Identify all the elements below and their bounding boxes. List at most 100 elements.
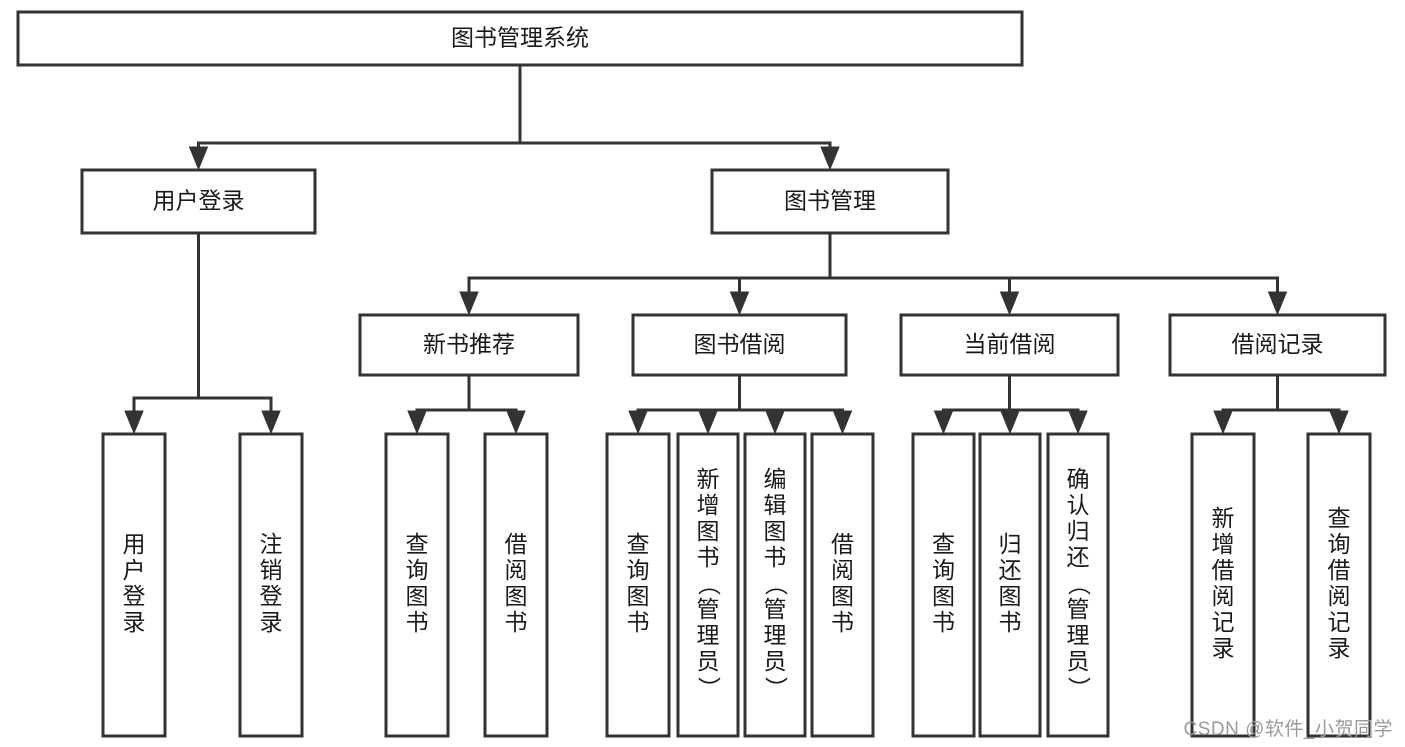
node-label-l3-08-char-3: 书 [831, 609, 854, 635]
node-label-l3-13-char-1: 询 [1328, 531, 1351, 557]
node-box-newbook[interactable] [358, 313, 580, 377]
node-label-root: 图书管理系统 [451, 25, 589, 51]
node-records[interactable]: 借阅记录 [1168, 313, 1387, 377]
node-box-current[interactable] [899, 313, 1120, 377]
node-label-l3-10-char-3: 书 [999, 609, 1022, 635]
node-box-l3-02[interactable] [238, 432, 304, 738]
node-newbook[interactable]: 新书推荐 [358, 313, 580, 377]
node-label-l3-08-char-1: 阅 [831, 557, 854, 583]
node-box-login[interactable] [80, 168, 317, 235]
node-label-l3-04-char-0: 借 [505, 531, 528, 557]
node-label-l3-05-char-1: 询 [627, 557, 650, 583]
node-label-l3-09-char-0: 查 [932, 531, 955, 557]
node-label-l3-03-char-1: 询 [406, 557, 429, 583]
node-label-l3-11-char-0: 确 [1067, 466, 1090, 492]
edge-group-root [188, 63, 840, 171]
node-label-l3-06-char-4: （ [696, 573, 722, 596]
edge-group-borrow [628, 373, 853, 435]
node-label-l3-06-char-6: 理 [697, 622, 720, 648]
node-borrow[interactable]: 图书借阅 [631, 313, 848, 377]
edge-group-login [124, 231, 281, 435]
node-label-l3-09-char-3: 书 [932, 609, 955, 635]
node-layer: 图书管理系统用户登录图书管理新书推荐图书借阅当前借阅借阅记录用户登录注销登录查询… [16, 10, 1387, 738]
node-label-l3-06-char-8: ） [696, 677, 722, 700]
node-label-l3-06-char-0: 新 [697, 466, 720, 492]
node-box-records[interactable] [1168, 313, 1387, 377]
node-root[interactable]: 图书管理系统 [16, 10, 1024, 67]
node-label-l3-06-char-3: 书 [697, 544, 720, 570]
node-box-l3-07[interactable] [743, 432, 807, 738]
node-current[interactable]: 当前借阅 [899, 313, 1120, 377]
node-box-l3-01[interactable] [101, 432, 167, 738]
node-label-l3-01-char-1: 户 [123, 557, 146, 583]
node-label-l3-07-char-3: 书 [764, 544, 787, 570]
node-label-l3-12-char-4: 记 [1212, 609, 1235, 635]
node-label-l3-07-char-0: 编 [764, 466, 787, 492]
node-label-l3-09-char-2: 图 [932, 583, 955, 609]
node-label-l3-12-char-1: 增 [1212, 531, 1235, 557]
node-label-l3-01-char-0: 用 [123, 531, 146, 557]
node-label-l3-13-char-5: 录 [1328, 635, 1351, 661]
node-box-l3-04[interactable] [483, 432, 549, 738]
node-label-l3-06-char-5: 管 [697, 596, 720, 622]
node-label-l3-07-char-5: 管 [764, 596, 787, 622]
node-label-l3-04-char-2: 图 [505, 583, 528, 609]
node-box-l3-12[interactable] [1190, 432, 1256, 738]
node-label-l3-13-char-3: 阅 [1328, 583, 1351, 609]
node-login[interactable]: 用户登录 [80, 168, 317, 235]
node-label-newbook: 新书推荐 [423, 331, 515, 357]
node-label-l3-13-char-4: 记 [1328, 609, 1351, 635]
node-l3-01[interactable]: 用户登录 [101, 432, 167, 738]
node-box-l3-08[interactable] [810, 432, 875, 738]
node-label-l3-02-char-0: 注 [260, 531, 283, 557]
node-box-l3-10[interactable] [978, 432, 1042, 738]
node-label-login: 用户登录 [153, 188, 245, 214]
node-box-l3-11[interactable] [1046, 432, 1110, 738]
node-box-l3-05[interactable] [605, 432, 671, 738]
node-label-l3-02-char-1: 销 [260, 557, 283, 583]
node-label-l3-02-char-2: 登 [260, 583, 283, 609]
node-label-l3-07-char-7: 员 [764, 648, 787, 674]
node-label-records: 借阅记录 [1232, 331, 1324, 357]
node-label-current: 当前借阅 [964, 331, 1056, 357]
node-label-l3-04-char-3: 书 [505, 609, 528, 635]
node-label-l3-10-char-2: 图 [999, 583, 1022, 609]
node-label-l3-05-char-2: 图 [627, 583, 650, 609]
node-box-l3-13[interactable] [1306, 432, 1372, 738]
node-box-l3-09[interactable] [911, 432, 976, 738]
node-label-l3-13-char-2: 借 [1328, 557, 1351, 583]
node-box-root[interactable] [16, 10, 1024, 67]
node-label-l3-07-char-6: 理 [764, 622, 787, 648]
node-box-borrow[interactable] [631, 313, 848, 377]
node-bookmgmt[interactable]: 图书管理 [710, 168, 950, 235]
node-label-l3-01-char-3: 录 [123, 609, 146, 635]
node-box-bookmgmt[interactable] [710, 168, 950, 235]
node-label-l3-03-char-3: 书 [406, 609, 429, 635]
node-label-l3-12-char-2: 借 [1212, 557, 1235, 583]
node-label-l3-11-char-2: 归 [1067, 518, 1090, 544]
node-label-l3-07-char-8: ） [763, 677, 789, 700]
node-label-l3-12-char-0: 新 [1212, 505, 1235, 531]
node-label-l3-11-char-1: 认 [1067, 492, 1090, 518]
node-label-l3-10-char-0: 归 [999, 531, 1022, 557]
node-box-l3-03[interactable] [384, 432, 450, 738]
node-label-l3-13-char-0: 查 [1328, 505, 1351, 531]
node-label-l3-05-char-0: 查 [627, 531, 650, 557]
node-label-l3-11-char-8: ） [1066, 677, 1092, 700]
node-box-l3-06[interactable] [676, 432, 740, 738]
node-label-l3-11-char-4: （ [1066, 573, 1092, 596]
